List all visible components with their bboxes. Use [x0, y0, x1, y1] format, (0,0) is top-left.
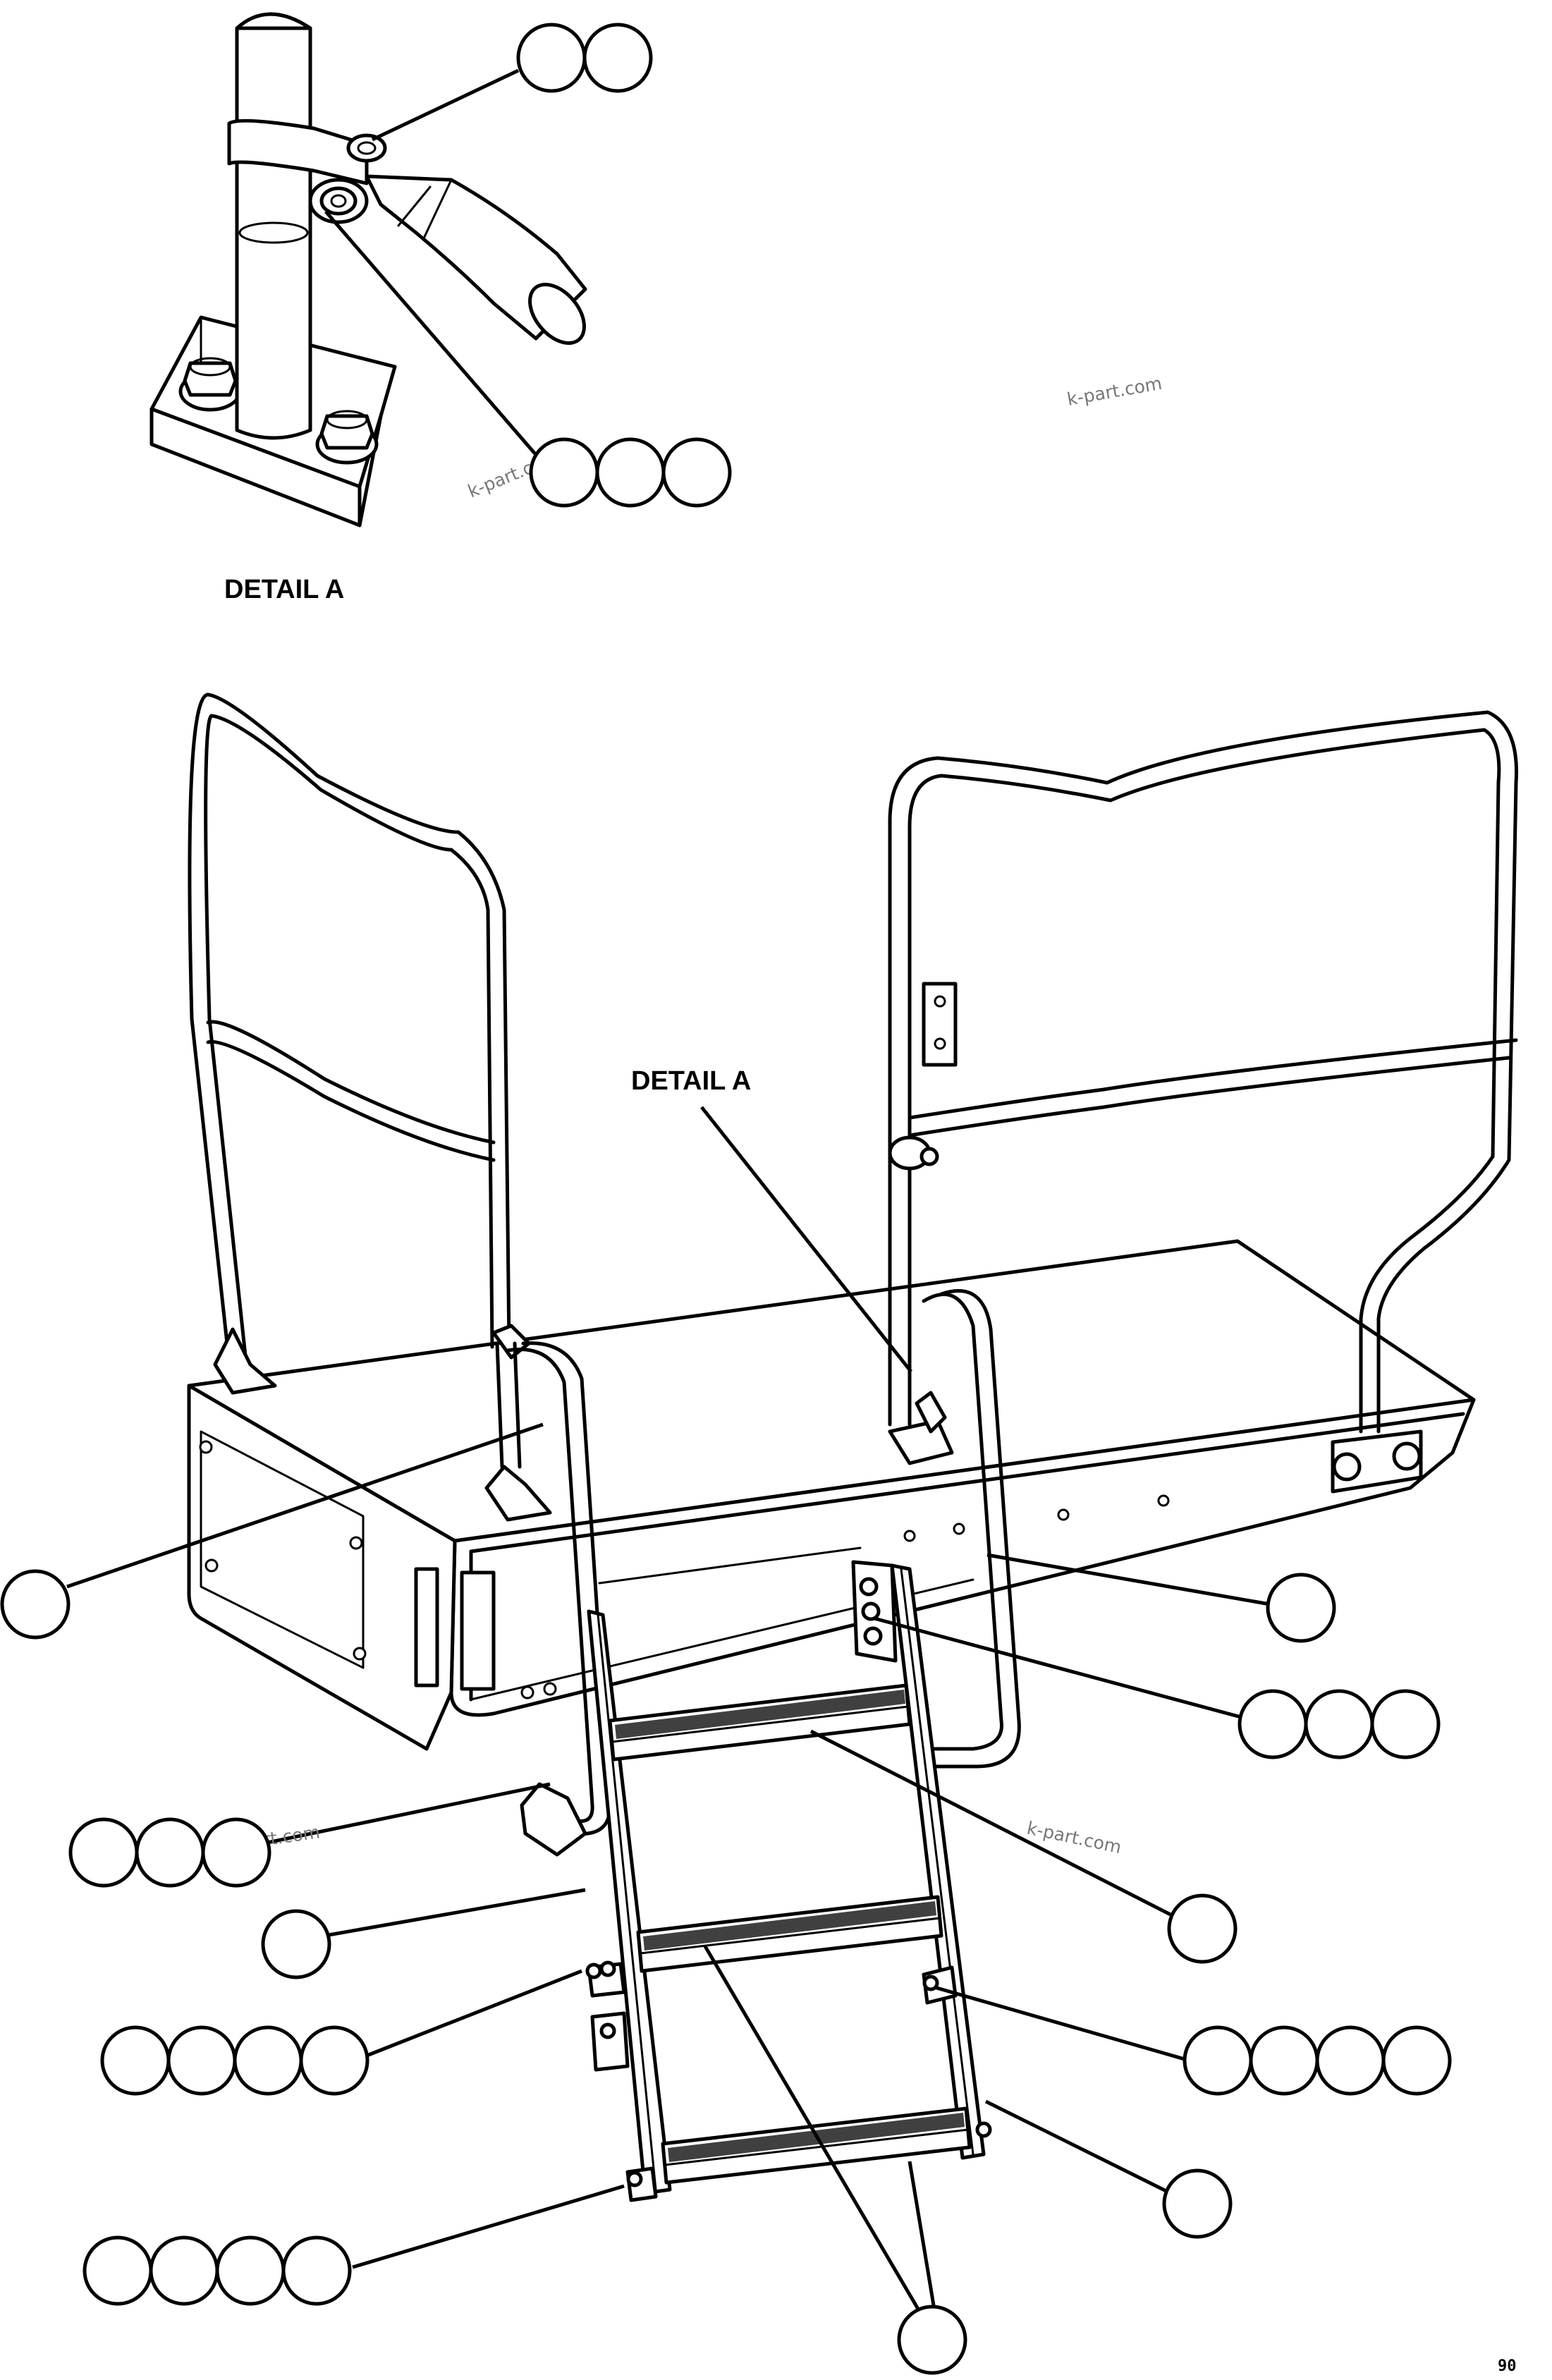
callout-bubble	[166, 2025, 237, 2096]
callout-bubble	[529, 437, 599, 508]
callout-bubble	[281, 2235, 352, 2306]
callout-bubble	[201, 1817, 271, 1888]
callout-bubble	[1315, 2025, 1386, 2096]
callout-bubble	[149, 2235, 219, 2306]
detail-post	[235, 26, 312, 440]
watermark-4: k-part.com	[1025, 1818, 1123, 1858]
callout-bubble	[1238, 1689, 1308, 1759]
callout-bubble	[582, 23, 653, 93]
callout-bubble	[1304, 1689, 1374, 1759]
callout-bubble	[1370, 1689, 1441, 1759]
latch-plate	[460, 1570, 496, 1691]
ladder-step-3	[661, 2106, 972, 2185]
callout-bubble	[233, 2025, 303, 2096]
side-bracket	[414, 1567, 439, 1688]
main-callout-bubbles	[0, 1569, 1452, 2375]
platform-end-box	[187, 1384, 457, 1751]
callout-bubble	[68, 1817, 139, 1888]
callout-bubble	[661, 437, 732, 508]
right-grab-bar	[922, 1289, 1021, 1769]
callout-bubble	[1183, 2025, 1253, 2096]
callout-bubble	[1167, 1893, 1238, 1964]
callout-bubble	[1162, 2168, 1233, 2239]
watermark-2: k-part.com	[1065, 373, 1163, 410]
detail-callout-label: DETAIL A	[631, 1066, 751, 1096]
callout-bubble	[135, 1817, 205, 1888]
ladder	[585, 1546, 992, 2202]
callout-bubble	[897, 2305, 967, 2375]
callout-bubble	[299, 2025, 369, 2096]
platform-assembly	[66, 692, 1518, 2332]
right-handrail	[888, 710, 1518, 1465]
callout-bubble	[215, 2235, 286, 2306]
callout-bubble	[100, 2025, 171, 2096]
right-pivot-plate	[1331, 1429, 1423, 1494]
detail-nut-lower	[308, 178, 369, 224]
callout-bubble	[1249, 2025, 1319, 2096]
detail-bolt-left	[178, 357, 242, 412]
callout-bubble	[1381, 2025, 1452, 2096]
detail-caption: DETAIL A	[224, 575, 344, 604]
callout-bubble	[261, 1909, 331, 1979]
callout-bubble	[595, 437, 666, 508]
detail-callout-bubbles	[516, 23, 732, 508]
platform-front-face	[449, 1398, 1476, 1717]
callout-bubble	[0, 1569, 71, 1640]
ladder-step-2	[636, 1895, 943, 1973]
callout-bubble	[516, 23, 587, 93]
callout-bubble	[1266, 1573, 1336, 1643]
ladder-step-1	[608, 1683, 912, 1762]
leader-lines	[66, 1106, 1291, 2332]
callout-bubble	[83, 2235, 153, 2306]
sheet-mark: 90	[1498, 2357, 1517, 2375]
ladder-left-stringer	[587, 1609, 672, 2195]
left-grab-bar	[506, 1341, 612, 1857]
detail-clamp-collar	[227, 118, 369, 185]
detail-nut-upper	[346, 133, 387, 163]
detail-a-view: DETAIL A k-part.com k-part.com	[149, 12, 1163, 604]
left-handrail	[188, 692, 552, 1522]
detail-bolt-right	[315, 410, 379, 465]
